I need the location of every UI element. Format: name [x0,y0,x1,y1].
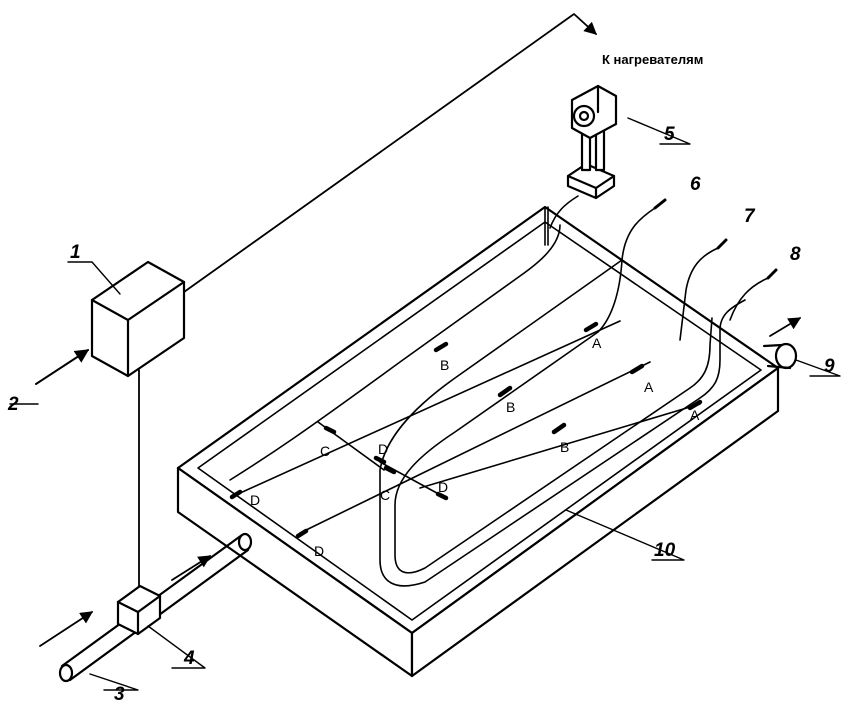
measure-line-ab-2 [299,361,651,534]
heating-element-loop [229,224,746,587]
input-arrow-2 [35,349,90,385]
point-a-3: A [690,407,700,423]
point-d-4: D [314,543,324,559]
callout-1: 1 [70,242,81,263]
measure-line-ab-1 [237,320,621,495]
callout-2: 2 [7,394,19,415]
point-b-2: B [506,399,515,415]
heater-note: К нагревателям [602,52,703,67]
thermocouple-wire-8 [729,277,769,321]
callout-leaders [9,117,841,691]
point-d-2: D [438,479,448,495]
callout-3: 3 [114,684,125,704]
callout-9: 9 [824,356,835,377]
tray-body [176,205,780,678]
callout-5: 5 [664,124,675,145]
thermocouple-wire-6 [621,207,656,261]
point-d-3: D [250,492,260,508]
point-d-1: D [378,441,388,457]
instrument-lead [549,195,579,229]
heating-element-inner [394,259,713,574]
callout-6: 6 [690,174,701,195]
point-a-1: A [592,335,602,351]
callout-4: 4 [183,648,195,669]
outlet-pipe [762,342,798,370]
thermocouple-wire-7 [679,247,719,341]
heater-cable [183,13,597,293]
callout-8: 8 [790,244,801,265]
point-a-2: A [644,379,654,395]
point-c-1: C [320,443,330,459]
callout-7: 7 [744,206,756,227]
flow-arrow-mid [171,555,212,581]
measure-line-ab-3 [419,403,701,489]
flow-arrow-out [769,317,802,337]
controller-box [90,260,186,378]
flow-arrow-in [39,611,94,647]
valve-box [116,584,162,636]
point-b-1: B [440,357,449,373]
callout-10: 10 [654,540,676,561]
point-b-3: B [560,439,569,455]
measuring-instrument [566,84,618,200]
point-c-2: C [380,487,390,503]
